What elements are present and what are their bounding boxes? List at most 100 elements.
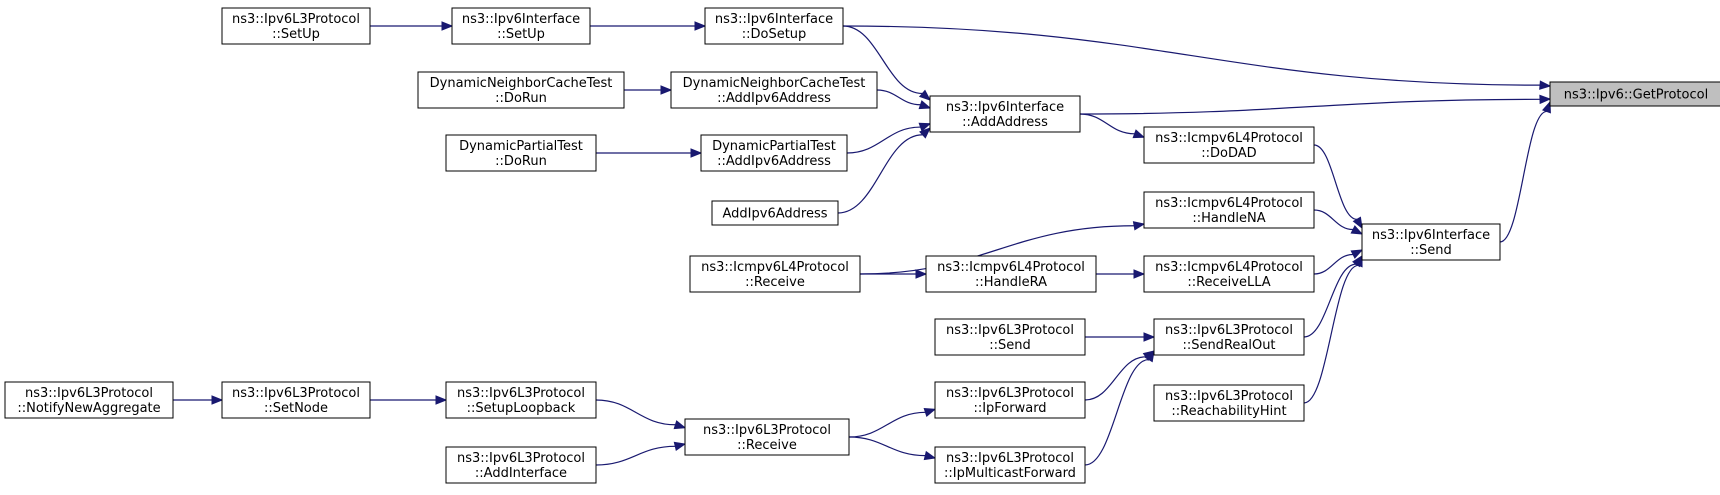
node-label-line: ::HandleNA	[1192, 211, 1265, 226]
edge-icmp-dodad-to-ipv6if-send	[1313, 144, 1363, 230]
node-dyncache-addaddr[interactable]: DynamicNeighborCacheTest::AddIpv6Address	[670, 71, 878, 109]
node-label-line: ns3::Icmpv6L4Protocol	[937, 260, 1085, 275]
node-dyncache-dorun[interactable]: DynamicNeighborCacheTest::DoRun	[417, 71, 625, 109]
edge-ipv6l3-ipforward-to-ipv6l3-sendrealout	[1084, 350, 1156, 401]
node-box	[417, 71, 625, 109]
edge-line	[1499, 110, 1547, 243]
node-label-line: ns3::Ipv6L3Protocol	[457, 386, 585, 401]
edge-line	[1079, 113, 1135, 135]
node-icmp-handlena[interactable]: ns3::Icmpv6L4Protocol::HandleNA	[1143, 191, 1315, 229]
node-label-line: ns3::Ipv6L3Protocol	[946, 386, 1074, 401]
edge-ipv6l3-setnode-to-ipv6l3-setuploopback	[370, 395, 448, 405]
edge-ipv6l3-receive-to-ipv6l3-ipforward	[848, 407, 937, 438]
node-ipv6-getprotocol[interactable]: ns3::Ipv6::GetProtocol	[1549, 81, 1720, 107]
node-label-line: ::DoSetup	[742, 27, 807, 42]
node-ipv6l3-setnode[interactable]: ns3::Ipv6L3Protocol::SetNode	[221, 381, 371, 419]
node-box	[704, 7, 844, 45]
node-box	[934, 446, 1086, 484]
arrowhead	[1350, 225, 1364, 235]
node-icmp-handlera[interactable]: ns3::Icmpv6L4Protocol::HandleRA	[925, 255, 1097, 293]
node-box	[689, 255, 861, 293]
node-icmp-dodad[interactable]: ns3::Icmpv6L4Protocol::DoDAD	[1143, 126, 1315, 164]
arrowhead	[1132, 129, 1146, 139]
node-ipv6l3-send[interactable]: ns3::Ipv6L3Protocol::Send	[934, 318, 1086, 356]
edge-icmp-receivella-to-ipv6if-send	[1313, 249, 1364, 275]
arrowhead	[673, 441, 687, 452]
node-ipv6l3-addinterface[interactable]: ns3::Ipv6L3Protocol::AddInterface	[445, 446, 597, 484]
node-box	[925, 255, 1097, 293]
node-label-line: ns3::Ipv6L3Protocol	[1165, 389, 1293, 404]
edge-ipv6l3-setuploopback-to-ipv6l3-receive	[595, 399, 687, 430]
node-ipv6if-setup[interactable]: ns3::Ipv6Interface::SetUp	[451, 7, 591, 45]
node-label-line: ::Receive	[737, 438, 797, 453]
node-icmp-receive[interactable]: ns3::Icmpv6L4Protocol::Receive	[689, 255, 861, 293]
node-label-line: ::AddInterface	[475, 466, 567, 481]
edge-dyncache-dorun-to-dyncache-addaddr	[624, 85, 673, 95]
arrowhead	[673, 420, 687, 430]
node-box	[451, 7, 591, 45]
node-ipv6l3-receive[interactable]: ns3::Ipv6L3Protocol::Receive	[684, 418, 850, 456]
node-label-line: ::AddAddress	[962, 115, 1048, 130]
node-ipv6l3-setuploopback[interactable]: ns3::Ipv6L3Protocol::SetupLoopback	[445, 381, 597, 419]
arrowhead	[915, 269, 928, 279]
node-label-line: ::AddIpv6Address	[717, 154, 831, 169]
node-label-line: ns3::Icmpv6L4Protocol	[1155, 260, 1303, 275]
edge-ipv6if-dosetup-to-ipv6-getprotocol	[842, 25, 1552, 90]
arrowhead	[690, 148, 703, 158]
node-ipv6l3-reachhint[interactable]: ns3::Ipv6L3Protocol::ReachabilityHint	[1153, 384, 1305, 422]
edge-ipv6l3-notifynewagg-to-ipv6l3-setnode	[173, 395, 224, 405]
node-ipv6l3-notifynewagg[interactable]: ns3::Ipv6L3Protocol::NotifyNewAggregate	[4, 381, 174, 419]
edge-ipv6if-send-to-ipv6-getprotocol	[1499, 100, 1551, 243]
node-box	[684, 418, 850, 456]
arrowhead	[1539, 94, 1552, 105]
node-box	[1153, 384, 1305, 422]
node-box	[700, 134, 848, 172]
node-box	[1361, 223, 1501, 261]
arrowhead	[441, 21, 454, 31]
edge-line	[1079, 98, 1541, 115]
edge-ipv6if-dosetup-to-ipv6if-addaddress	[842, 25, 932, 101]
arrowhead	[1539, 80, 1552, 90]
arrowhead	[1353, 254, 1363, 268]
edge-line	[1084, 356, 1146, 401]
node-label-line: ns3::Ipv6Interface	[1372, 228, 1490, 243]
node-label-line: DynamicNeighborCacheTest	[430, 76, 613, 91]
arrowhead	[1144, 349, 1155, 363]
node-ipv6if-send[interactable]: ns3::Ipv6Interface::Send	[1361, 223, 1501, 261]
arrowhead	[919, 127, 931, 139]
node-ipv6if-dosetup[interactable]: ns3::Ipv6Interface::DoSetup	[704, 7, 844, 45]
node-label-line: ::SetUp	[497, 27, 545, 42]
node-dynpartial-addaddr[interactable]: DynamicPartialTest::AddIpv6Address	[700, 134, 848, 172]
node-ipv6l3-ipmcastforward[interactable]: ns3::Ipv6L3Protocol::IpMulticastForward	[934, 446, 1086, 484]
node-ipv6l3-setup[interactable]: ns3::Ipv6L3Protocol::SetUp	[221, 7, 371, 45]
node-label-line: ::Send	[989, 338, 1031, 353]
arrowhead	[1350, 249, 1364, 259]
edge-line	[848, 436, 926, 457]
node-ipv6if-addaddress[interactable]: ns3::Ipv6Interface::AddAddress	[929, 95, 1081, 133]
arrowhead	[923, 450, 937, 461]
edge-ipv6l3-send-to-ipv6l3-sendrealout	[1084, 332, 1156, 342]
node-label-line: ::DoRun	[495, 91, 547, 106]
edge-line	[876, 89, 921, 106]
node-addipv6address[interactable]: AddIpv6Address	[711, 200, 839, 226]
edge-ipv6l3-reachhint-to-ipv6if-send	[1303, 254, 1363, 404]
node-label-line: ns3::Ipv6L3Protocol	[25, 386, 153, 401]
node-ipv6l3-ipforward[interactable]: ns3::Ipv6L3Protocol::IpForward	[934, 381, 1086, 419]
node-box	[221, 381, 371, 419]
node-label-line: ns3::Ipv6L3Protocol	[457, 451, 585, 466]
node-label-line: ns3::Ipv6Interface	[462, 12, 580, 27]
node-label-line: ns3::Ipv6L3Protocol	[232, 386, 360, 401]
node-box	[1143, 191, 1315, 229]
node-box	[4, 381, 174, 419]
node-box	[929, 95, 1081, 133]
node-dynpartial-dorun[interactable]: DynamicPartialTest::DoRun	[445, 134, 597, 172]
arrowhead	[435, 395, 448, 405]
edge-line	[842, 25, 923, 95]
node-ipv6l3-sendrealout[interactable]: ns3::Ipv6L3Protocol::SendRealOut	[1153, 318, 1305, 356]
node-icmp-receivella[interactable]: ns3::Icmpv6L4Protocol::ReceiveLLA	[1143, 255, 1315, 293]
edge-line	[848, 411, 926, 438]
node-label-line: ns3::Icmpv6L4Protocol	[1155, 196, 1303, 211]
arrowhead	[1143, 332, 1156, 342]
edge-line	[859, 225, 1135, 275]
arrowhead	[211, 395, 224, 405]
